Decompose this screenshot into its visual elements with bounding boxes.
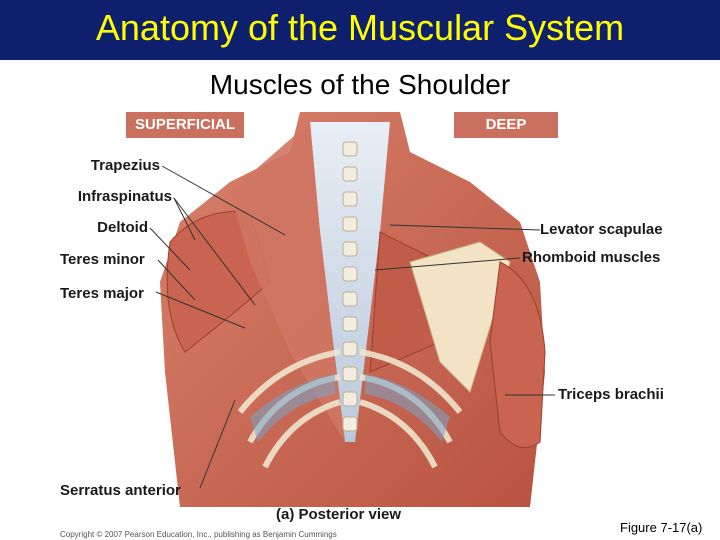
label-serratus-anterior: Serratus anterior (60, 482, 181, 500)
copyright-notice: Copyright © 2007 Pearson Education, Inc.… (60, 530, 337, 539)
label-teres-major: Teres major (60, 285, 144, 303)
label-levator-scapulae: Levator scapulae (540, 221, 663, 239)
superficial-tab: SUPERFICIAL (126, 112, 244, 138)
slide-title: Anatomy of the Muscular System (0, 4, 720, 52)
shoulder-muscle-illustration (140, 112, 560, 507)
label-trapezius: Trapezius (60, 157, 160, 175)
label-rhomboid-muscles: Rhomboid muscles (522, 249, 660, 267)
label-teres-minor: Teres minor (60, 251, 145, 269)
label-infraspinatus: Infraspinatus (40, 188, 172, 206)
diagram-caption: (a) Posterior view (276, 506, 401, 523)
slide-subtitle: Muscles of the Shoulder (0, 68, 720, 102)
figure-reference: Figure 7-17(a) (620, 520, 702, 535)
deep-tab: DEEP (454, 112, 558, 138)
label-triceps-brachii: Triceps brachii (558, 386, 664, 404)
label-deltoid: Deltoid (50, 219, 148, 237)
